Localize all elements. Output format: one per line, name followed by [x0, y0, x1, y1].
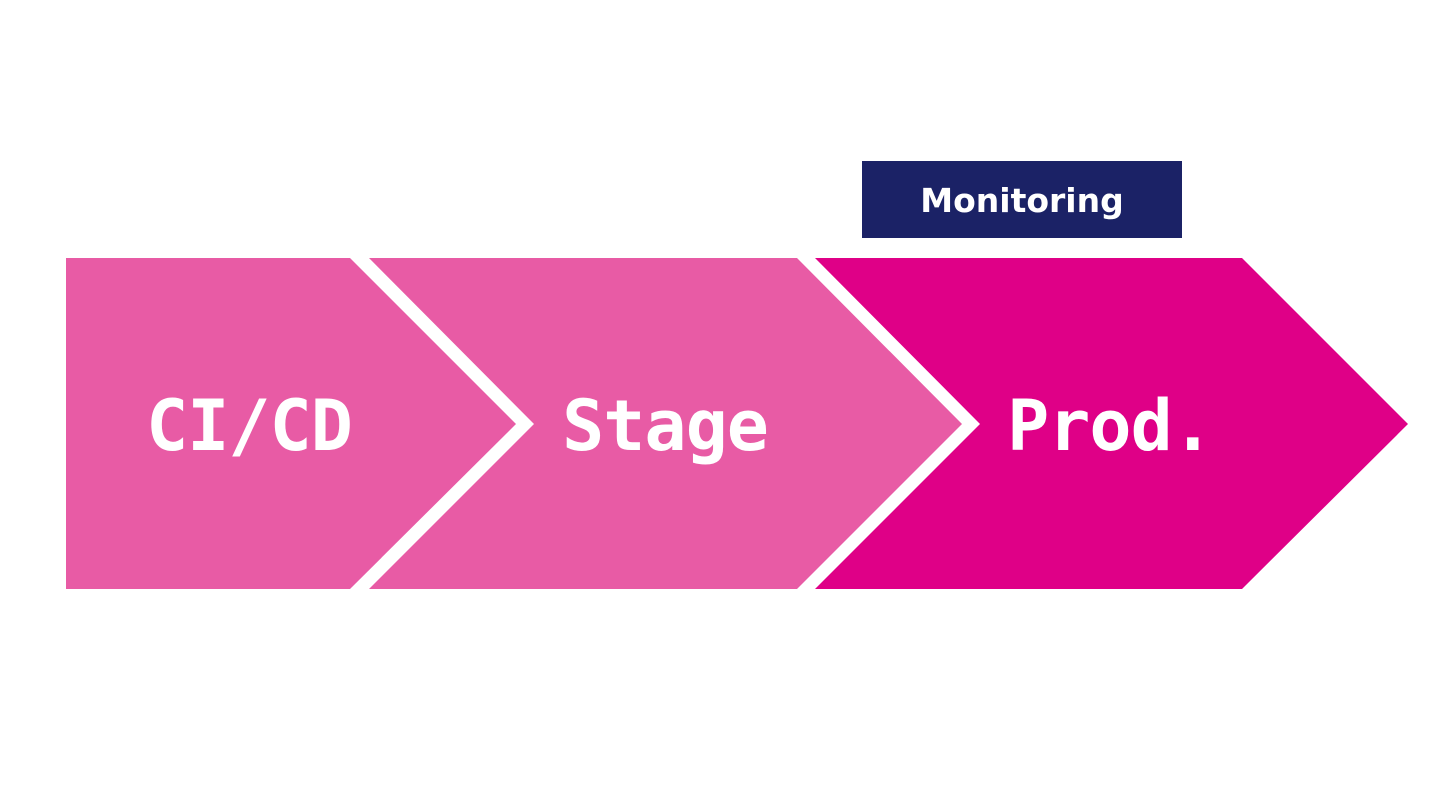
stage-shape-prod: [815, 258, 1408, 589]
stage-shape-cicd: [66, 258, 516, 589]
stage-label-cicd: CI/CD: [146, 385, 352, 467]
stage-label-stage: Stage: [562, 385, 768, 467]
stage-shape-stage: [369, 258, 962, 589]
stage-label-prod: Prod.: [1007, 385, 1213, 467]
monitoring-badge-label: Monitoring: [920, 181, 1123, 220]
monitoring-badge: [862, 161, 1182, 238]
